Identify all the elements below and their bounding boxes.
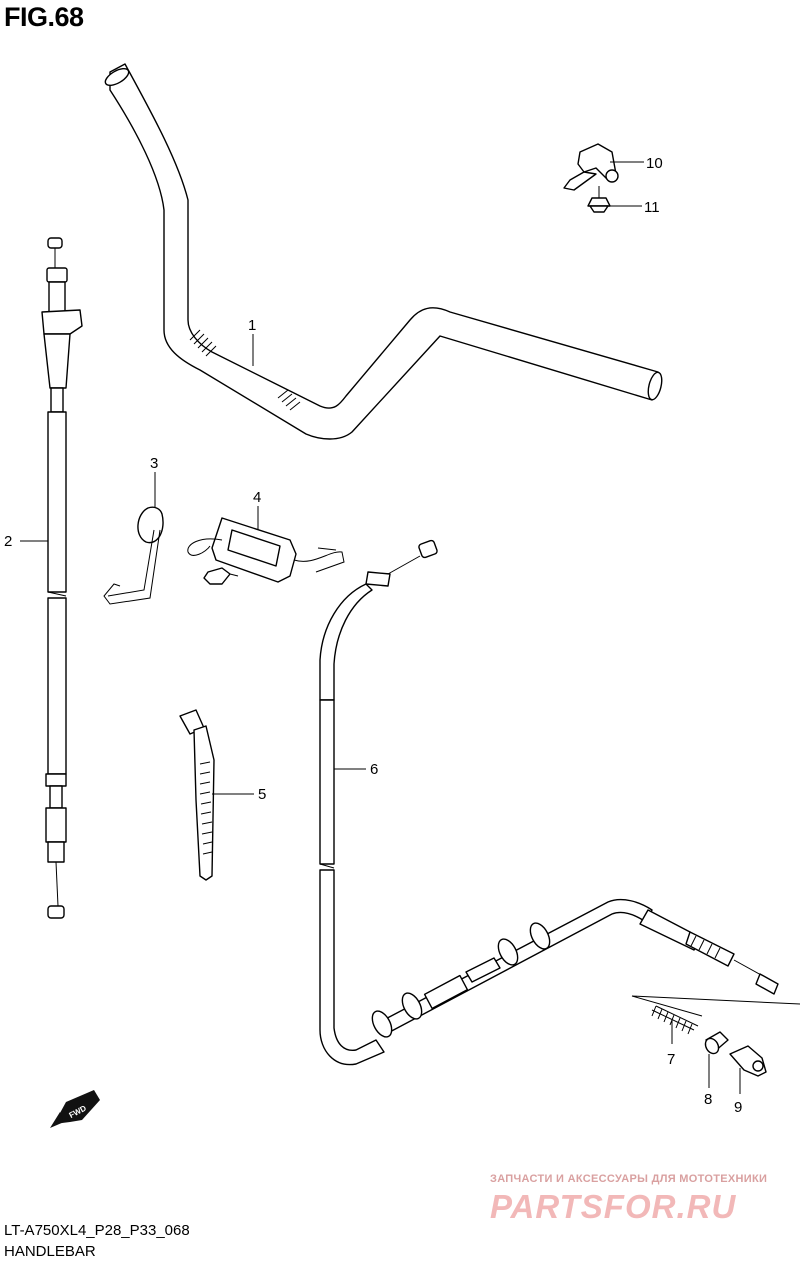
callout-11: 11 <box>608 199 660 216</box>
callout-7: 7 <box>667 1020 675 1068</box>
spring-part[interactable] <box>651 1005 699 1035</box>
wire-clip-part[interactable] <box>103 506 164 605</box>
callout-8: 8 <box>704 1054 712 1108</box>
callout-4: 4 <box>253 489 261 530</box>
svg-text:6: 6 <box>370 761 378 778</box>
handlebar-part[interactable] <box>103 63 664 440</box>
svg-text:8: 8 <box>704 1091 712 1108</box>
cable-guide-part[interactable] <box>187 517 345 583</box>
adjuster-bracket-part[interactable] <box>729 1045 767 1077</box>
fwd-direction-badge: FWD <box>50 1090 100 1128</box>
assembly-indicator-line <box>631 995 800 1017</box>
callout-2: 2 <box>4 533 48 550</box>
svg-text:2: 2 <box>4 533 12 550</box>
svg-text:10: 10 <box>646 155 663 172</box>
callout-10: 10 <box>610 155 663 172</box>
svg-text:11: 11 <box>644 199 660 216</box>
screw-part[interactable] <box>587 186 611 213</box>
lever-cable-part[interactable] <box>319 539 779 1066</box>
collar-part[interactable] <box>703 1031 729 1056</box>
watermark-brand: PARTSFOR.RU <box>490 1188 737 1225</box>
callout-5: 5 <box>212 786 266 803</box>
svg-text:3: 3 <box>150 455 158 472</box>
cable-tie-part[interactable] <box>179 709 215 881</box>
model-code-label: LT-A750XL4_P28_P33_068 <box>4 1222 190 1239</box>
svg-text:1: 1 <box>248 317 256 334</box>
callout-9: 9 <box>734 1068 742 1116</box>
svg-text:5: 5 <box>258 786 266 803</box>
mounting-bolt[interactable] <box>203 567 239 585</box>
throttle-cable-part[interactable] <box>41 237 83 919</box>
svg-text:4: 4 <box>253 489 261 506</box>
holder-part[interactable] <box>563 143 619 191</box>
svg-text:7: 7 <box>667 1051 675 1068</box>
svg-text:9: 9 <box>734 1099 742 1116</box>
watermark-tagline: ЗАПЧАСТИ И АКСЕССУАРЫ ДЛЯ МОТОТЕХНИКИ <box>490 1173 768 1185</box>
figure-title: FIG.68 <box>4 2 84 32</box>
callout-3: 3 <box>150 455 158 508</box>
callout-6: 6 <box>334 761 378 778</box>
callout-1: 1 <box>248 317 256 366</box>
section-name-label: HANDLEBAR <box>4 1243 96 1260</box>
